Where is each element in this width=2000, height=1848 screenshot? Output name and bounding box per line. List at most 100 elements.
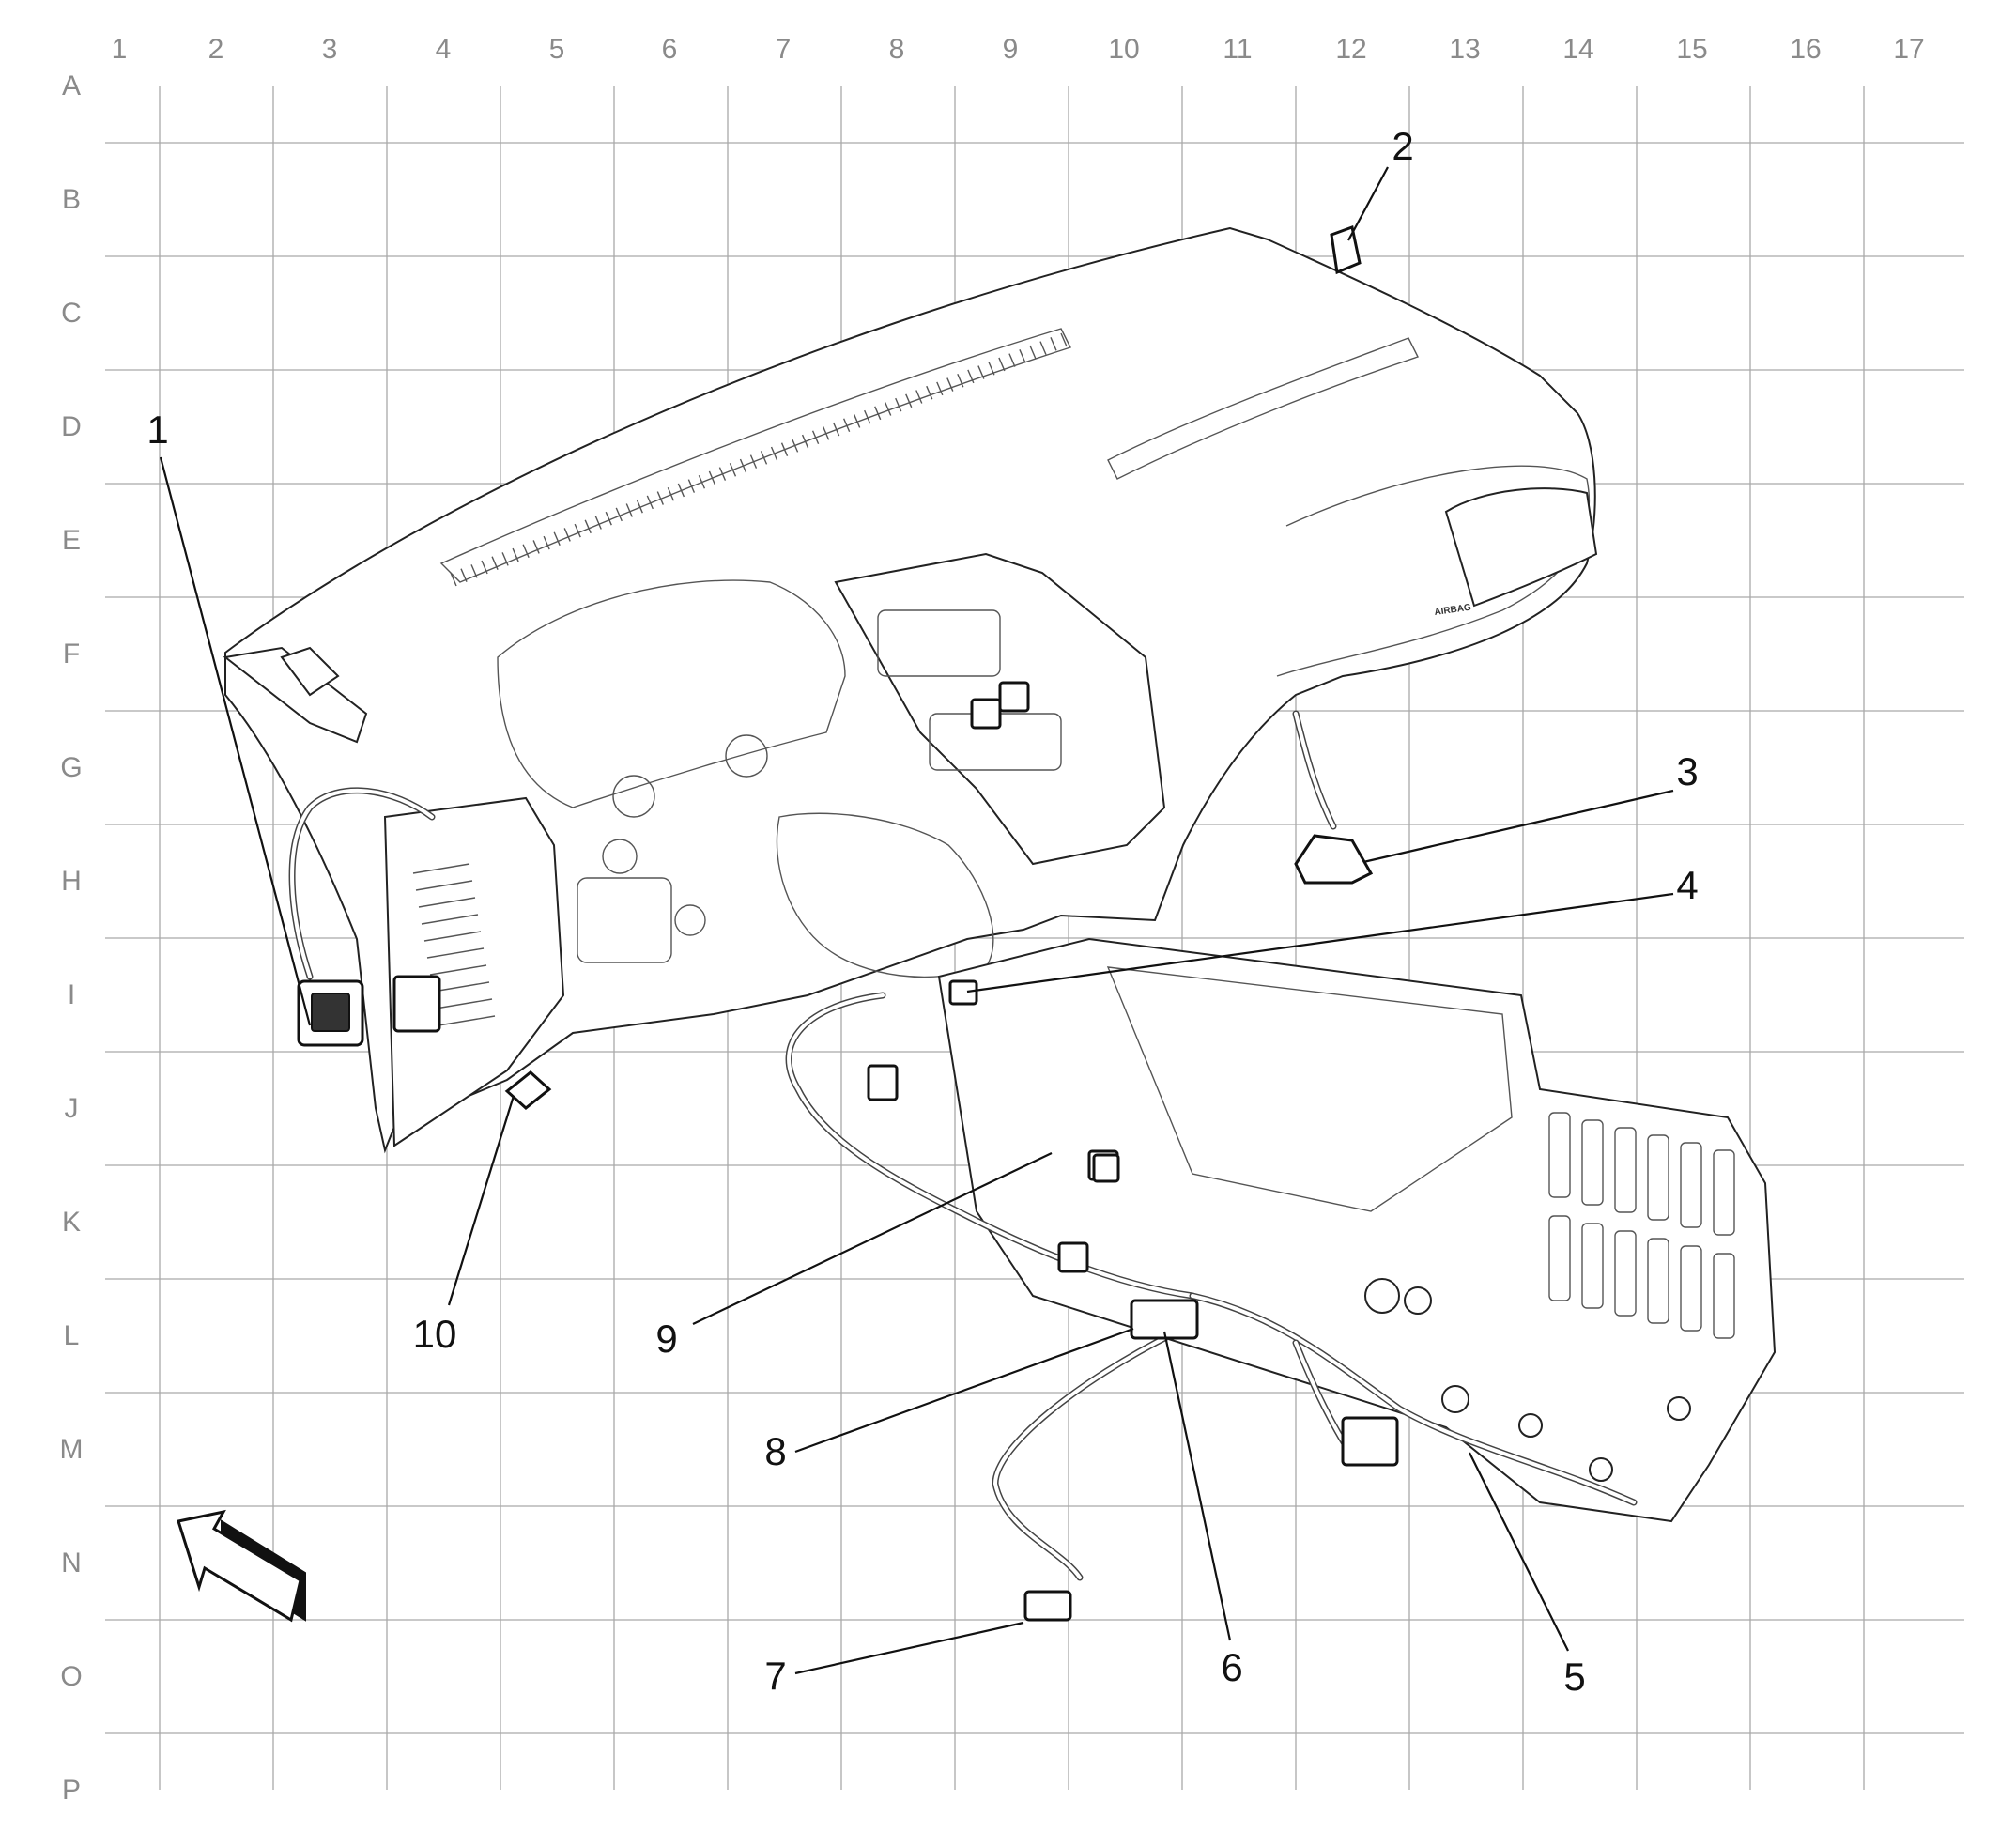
callout-5: 5 xyxy=(1563,1655,1585,1699)
inline-connector xyxy=(970,698,1002,730)
panel-rib xyxy=(421,914,479,925)
column-label: 7 xyxy=(776,34,792,65)
row-label: G xyxy=(60,752,82,783)
vent-slat xyxy=(646,495,654,510)
vent-slat xyxy=(491,556,499,570)
vent-slat xyxy=(946,377,954,392)
connector-10 xyxy=(504,1070,552,1110)
vent-slat xyxy=(1050,337,1057,351)
panel-rib xyxy=(432,981,490,993)
vent-slat xyxy=(1019,349,1026,363)
bracket-slot xyxy=(1713,1253,1735,1339)
vent-slat xyxy=(574,523,581,538)
main-harness-core xyxy=(787,993,1194,1298)
panel-rib xyxy=(418,897,476,908)
callout-1: 1 xyxy=(146,408,168,452)
connector-6-8 xyxy=(1130,1299,1199,1340)
leader-3 xyxy=(1362,789,1674,864)
vent-slat xyxy=(905,393,913,408)
vent-slat xyxy=(791,439,799,453)
gauge-circle xyxy=(602,839,638,874)
column-label: 2 xyxy=(208,34,224,65)
cluster-hood xyxy=(497,579,846,808)
cross-car-beam xyxy=(937,937,1777,1523)
inline-connector xyxy=(867,1064,899,1101)
vent-slat xyxy=(998,357,1006,372)
vent-slat xyxy=(584,519,592,534)
ignition-ring xyxy=(674,904,706,936)
lower-left-panel xyxy=(383,796,565,1147)
airbag-text: AIRBAG xyxy=(1434,603,1472,618)
row-label: E xyxy=(62,525,81,556)
vent-slat xyxy=(957,373,964,388)
row-label: L xyxy=(64,1320,80,1351)
panel-rib xyxy=(412,863,470,874)
beam-mount xyxy=(1441,1385,1469,1413)
inline-connector xyxy=(998,681,1030,713)
column-label: 17 xyxy=(1893,34,1924,65)
row-label: H xyxy=(61,866,82,897)
vent-slat xyxy=(864,409,871,424)
left-vent-bracket xyxy=(280,646,340,697)
panel-rib xyxy=(415,880,473,891)
bracket-slot xyxy=(1614,1230,1637,1317)
column-label: 6 xyxy=(662,34,678,65)
panel-rib xyxy=(438,1015,496,1026)
vent-slat xyxy=(512,547,519,562)
vent-slat xyxy=(687,479,696,493)
vent-slat xyxy=(656,491,664,505)
row-label: F xyxy=(63,639,80,670)
vent-slat xyxy=(739,458,747,473)
panel-rib xyxy=(435,998,493,1009)
row-label: P xyxy=(62,1775,81,1806)
vent-slat xyxy=(553,531,561,547)
leader-8 xyxy=(794,1327,1134,1454)
vent-slat xyxy=(988,361,995,376)
column-label: 11 xyxy=(1223,34,1252,65)
beam-mount xyxy=(1364,1278,1400,1314)
bracket-slot xyxy=(1647,1134,1669,1221)
row-label: B xyxy=(62,184,81,215)
vent-slat xyxy=(729,463,737,477)
inline-connector xyxy=(1057,1241,1089,1273)
callout-8: 8 xyxy=(764,1429,786,1473)
right-defrost-vent xyxy=(1107,337,1419,480)
bracket-slot xyxy=(1581,1223,1604,1309)
column-label: 1 xyxy=(112,34,128,65)
vent-slat xyxy=(760,451,768,465)
connector-2 xyxy=(1330,224,1362,275)
beam-panel-inner xyxy=(1106,966,1513,1212)
row-label: A xyxy=(62,70,81,101)
column-label: 4 xyxy=(436,34,452,65)
panel-rib xyxy=(426,947,485,959)
row-label: J xyxy=(65,1093,79,1124)
leader-9 xyxy=(692,1152,1053,1325)
cross-car-beam-illustration xyxy=(288,681,1777,1581)
callout-parts xyxy=(297,224,1374,1622)
connector-1-face xyxy=(311,993,350,1032)
gauge-circle xyxy=(612,775,655,818)
vent-slat xyxy=(801,434,809,449)
knee-bolster-opening xyxy=(577,877,672,963)
beam-mount xyxy=(1518,1413,1543,1438)
bracket-slot xyxy=(1581,1119,1604,1206)
passenger-vent xyxy=(1444,487,1598,608)
inline-connector xyxy=(392,975,441,1033)
vent-slat xyxy=(667,486,674,501)
vent-slat xyxy=(625,503,633,517)
connector-7 xyxy=(1023,1590,1072,1622)
lower-harness-core xyxy=(1191,1294,1636,1504)
vent-slat xyxy=(1029,345,1037,360)
row-label: K xyxy=(62,1207,81,1238)
vent-slat xyxy=(780,442,789,456)
front-direction-arrow xyxy=(177,1509,306,1623)
left-harness-core xyxy=(290,788,434,978)
leader-2 xyxy=(1347,166,1389,241)
vent-slat xyxy=(532,540,540,554)
vent-slat xyxy=(926,385,933,400)
leader-10 xyxy=(447,1095,515,1306)
vent-slat xyxy=(708,470,716,485)
vent-slat xyxy=(843,418,851,433)
leader-1 xyxy=(159,456,312,1026)
